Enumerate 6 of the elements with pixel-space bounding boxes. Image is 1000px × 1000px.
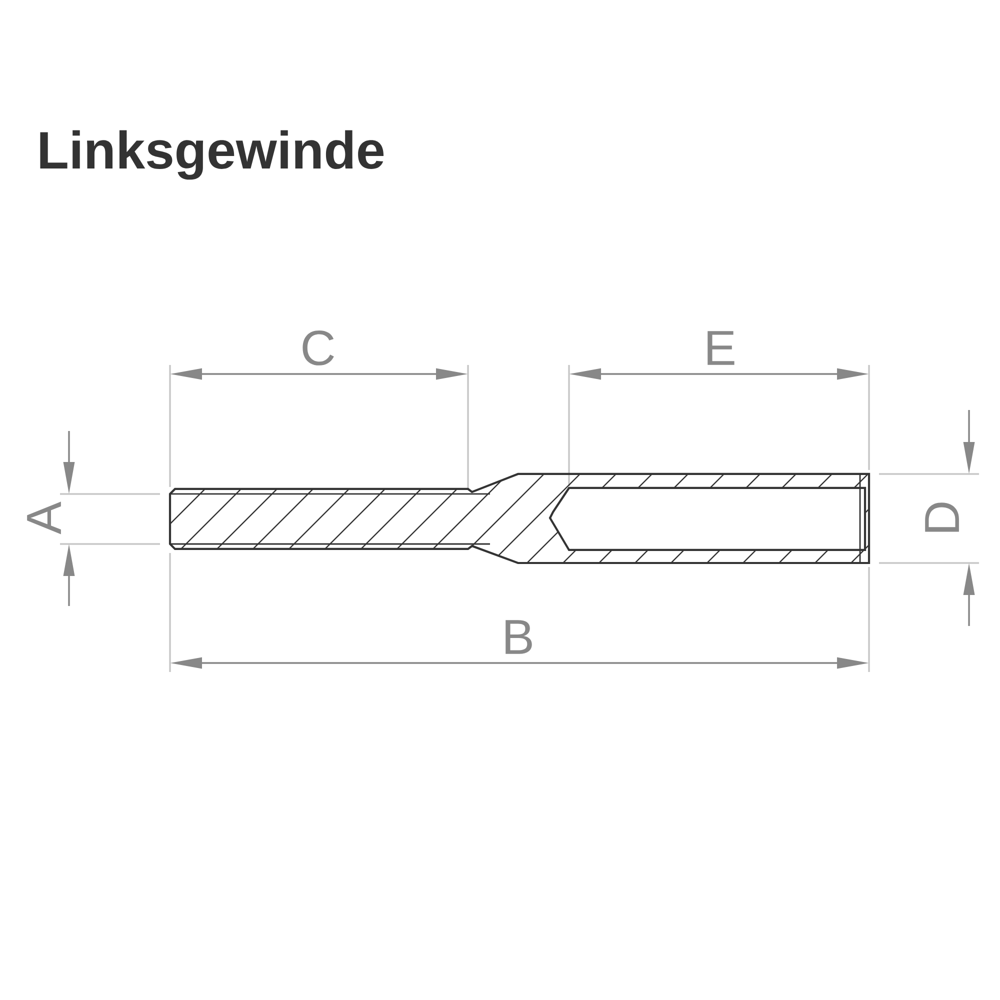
dimension-label: A xyxy=(27,502,61,534)
dimension-label: E xyxy=(708,331,734,365)
dimension-label: C xyxy=(302,330,334,366)
dimension-label: B xyxy=(506,620,532,654)
title: Linksgewinde xyxy=(40,130,384,180)
dimension-label: D xyxy=(925,502,959,532)
